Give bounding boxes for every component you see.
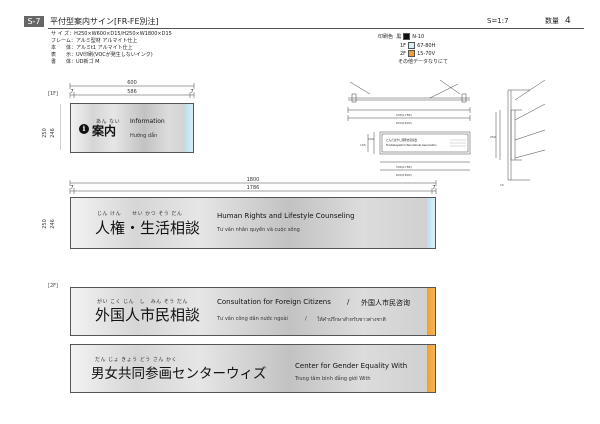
print-color-label: 印刷色 xyxy=(378,34,394,40)
detail-dim-outer: 600(1800) xyxy=(396,173,412,177)
foreign-citizens-en: Consultation for Foreign Citizens xyxy=(217,298,331,306)
detail-dim-inner: 596(1786) xyxy=(396,165,412,169)
gender-equality-vi: Trung tâm bình đẳng giới With xyxy=(295,376,371,382)
print-row-1f-code: 67-80H xyxy=(417,42,436,49)
side-dim-h: 250 xyxy=(490,135,496,139)
foreign-citizens-separator-2: / xyxy=(305,316,307,322)
large-inner-height-dim: 246 xyxy=(49,219,56,229)
detail-plate-en: Tondabayashi International Association xyxy=(386,143,437,147)
spec-size: サ イ ズ：H250×W600×D15/H250×W1800×D15 xyxy=(51,31,172,37)
detail-dim-h2: 100 xyxy=(368,137,374,141)
quantity-label: 数量 xyxy=(545,17,559,25)
floor-label-1f: [1F] xyxy=(48,91,58,97)
large-left-dim: 7 xyxy=(70,185,73,191)
detail-plate-jp: とんだばやし国際交流協会 xyxy=(386,138,418,142)
floor-label-2f: [2F] xyxy=(48,283,58,289)
gender-equality-en: Center for Gender Equality With xyxy=(295,362,408,370)
quantity: 数量 4 xyxy=(545,16,571,27)
foreign-citizens-color-strip xyxy=(427,288,435,335)
foreign-citizens-separator: / xyxy=(347,298,350,306)
info-vi: Hướng dẫn xyxy=(130,133,158,139)
small-left-dim: 7 xyxy=(70,89,73,95)
foreign-citizens-ruby: がい こく じん し みん そう だん xyxy=(97,299,188,305)
large-width-dim: 1800 xyxy=(247,177,260,183)
spec-frame: フレーム：アルミ型材 アルマイト仕上 xyxy=(51,38,138,44)
large-height-dim: 250 xyxy=(41,219,48,229)
human-rights-en: Human Rights and Lifestyle Counseling xyxy=(217,212,355,220)
print-row-2f-code: 15-70V xyxy=(417,51,436,57)
gender-equality-sign-plate: だん じょ きょう どう さん かく 男女共同参画センターウィズ Center … xyxy=(70,344,436,393)
small-right-dim: 7 xyxy=(190,89,193,95)
print-black-label: 黒 xyxy=(396,34,402,40)
small-height-dim: 250 xyxy=(41,128,48,138)
scale-label: S=1:7 xyxy=(487,17,509,25)
print-note: その他データなりにて xyxy=(398,58,449,65)
human-rights-vi: Tư vấn nhân quyền và cuộc sống xyxy=(217,227,300,233)
small-inner-dim: 586 xyxy=(127,89,137,95)
gender-equality-ruby: だん じょ きょう どう さん かく xyxy=(95,357,177,363)
human-rights-ruby: じん けん せい かつ そう だん xyxy=(97,211,183,217)
detail-dim-h1: 105 xyxy=(360,143,366,147)
black-swatch xyxy=(403,33,411,40)
sheet-title: 平付型案内サイン[FR-FE別注] xyxy=(50,17,159,26)
large-inner-dim: 1786 xyxy=(247,185,260,191)
spec-list: サ イ ズ：H250×W600×D15/H250×W1800×D15 フレーム：… xyxy=(51,31,172,66)
technical-drawing: 596(1786) 600(1800) 596(1786) 600(1800) … xyxy=(347,79,546,187)
foreign-citizens-vi: Tư vấn công dân nước ngoài xyxy=(217,316,288,322)
foreign-citizens-cn: 外国人市民咨询 xyxy=(361,299,410,307)
info-sign-plate: i あん ない 案内 Information Hướng dẫn xyxy=(70,103,194,153)
foreign-citizens-jp: 外国人市民相談 xyxy=(95,306,201,324)
drawing-dim-inner: 596(1786) xyxy=(396,113,412,117)
side-dim-depth: 15 xyxy=(500,183,504,187)
gender-equality-color-strip xyxy=(427,345,435,392)
drawing-dim-outer: 600(1800) xyxy=(396,121,412,125)
small-inner-height-dim: 246 xyxy=(49,128,56,138)
spec-font: 書 体：UD新ゴ M xyxy=(51,59,100,65)
human-rights-color-strip xyxy=(427,198,435,248)
header-divider xyxy=(48,28,584,29)
print-black-code: N-10 xyxy=(412,34,425,40)
human-rights-sign-plate: じん けん せい かつ そう だん 人権・生活相談 Human Rights a… xyxy=(70,197,436,249)
print-row-2f-floor: 2F xyxy=(400,51,407,57)
info-ruby: あん ない xyxy=(96,119,121,125)
info-en: Information xyxy=(130,118,165,125)
info-sign-color-strip xyxy=(185,104,193,152)
print-row-1f-floor: 1F xyxy=(400,42,407,49)
info-jp: 案内 xyxy=(92,124,117,138)
quantity-value: 4 xyxy=(565,16,571,26)
sheet-code-badge: S-7 xyxy=(24,16,44,27)
foreign-citizens-sign-plate: がい こく じん し みん そう だん 外国人市民相談 Consultation… xyxy=(70,287,436,336)
spec-body: 本 体：アルミt1 アルマイト仕上 xyxy=(51,45,133,51)
swatch-1f xyxy=(408,41,416,49)
foreign-citizens-th: ให้คำปรึกษาสำหรับชาวต่างชาติ xyxy=(317,317,386,323)
large-right-dim: 7 xyxy=(432,185,435,191)
print-color-legend: 印刷色 黒 N-10 1F 67-80H 2F 15-70V その他データなりにて xyxy=(378,33,448,66)
spec-display: 表 示：UV印刷(VOCが発生しないインク) xyxy=(51,52,153,58)
large-sign-dimensions: 1800 1786 7 7 xyxy=(69,177,437,194)
swatch-2f xyxy=(408,50,416,57)
small-sign-dimensions: 600 586 7 7 xyxy=(60,80,195,150)
human-rights-jp: 人権・生活相談 xyxy=(95,219,201,237)
info-icon: i xyxy=(79,124,89,134)
gender-equality-jp: 男女共同参画センターウィズ xyxy=(91,366,267,382)
small-width-dim: 600 xyxy=(127,80,137,86)
